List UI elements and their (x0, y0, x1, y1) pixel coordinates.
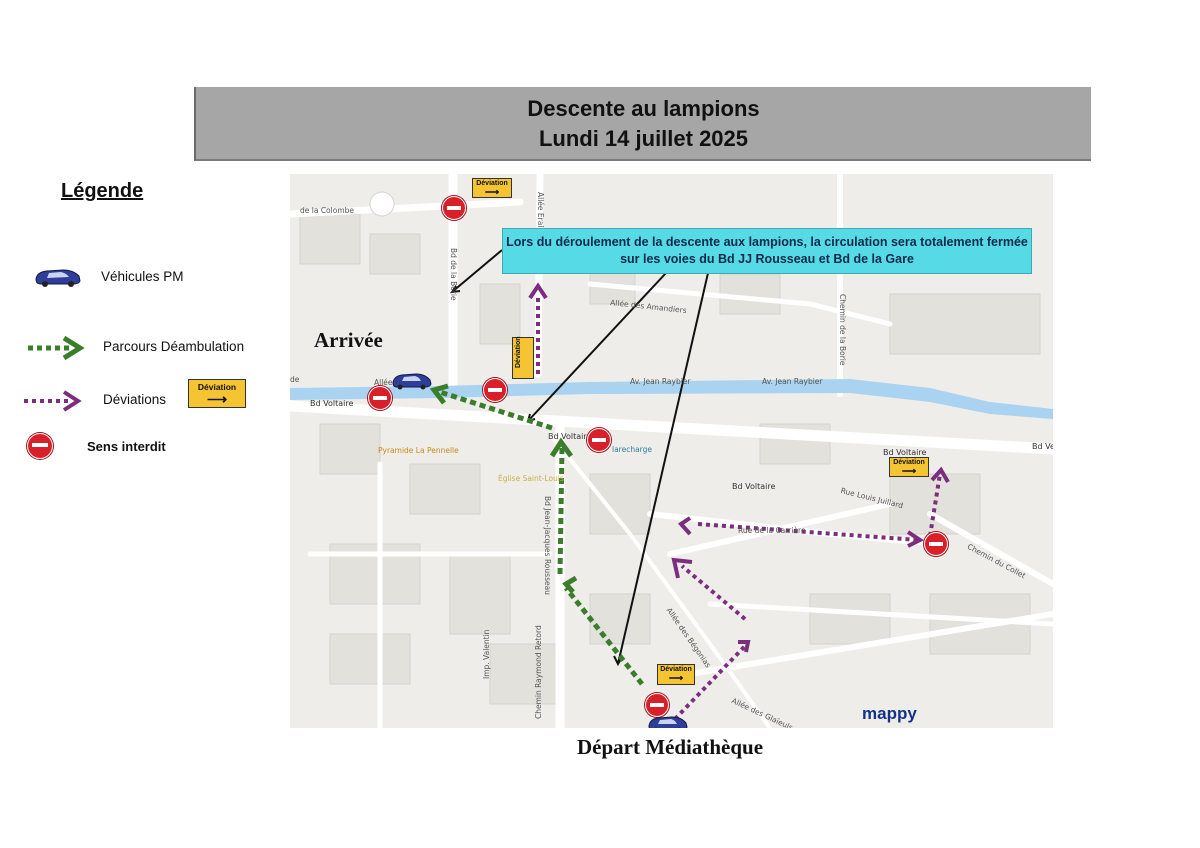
police-car-icon (648, 716, 688, 728)
street-label: Bd de la Borie (449, 248, 458, 301)
deviation-sign: Déviation ⟶ (472, 178, 512, 198)
no-entry-icon (645, 693, 669, 717)
no-entry-icon (368, 386, 392, 410)
no-entry-icon (442, 196, 466, 220)
street-label: Allée Eral (536, 192, 545, 228)
deviation-sign-text: Déviation (476, 180, 508, 187)
deviation-sign: Déviation ⟶ (889, 457, 929, 477)
mappy-logo: mappy (862, 704, 917, 723)
title-line-2: Lundi 14 juillet 2025 (538, 126, 749, 151)
legend-deviation-sign: Déviation ⟶ (188, 379, 246, 408)
poi-label: Église Saint-Louis (498, 474, 564, 483)
legend-walk-label: Parcours Déambulation (103, 339, 245, 354)
poi-label: larecharge (612, 445, 653, 454)
no-entry-icon (27, 433, 53, 459)
street-label: Bd Voltaire (883, 448, 927, 457)
arrow-right-icon: ⟶ (484, 187, 500, 198)
street-label: de (290, 375, 300, 384)
arrival-label: Arrivée (314, 328, 383, 352)
legend-no-entry-label: Sens interdit (87, 439, 166, 454)
street-label: Bd Voltaire (548, 432, 592, 441)
closure-callout: Lors du déroulement de la descente aux l… (502, 228, 1032, 274)
deviation-sign-text: Déviation (515, 336, 522, 368)
street-label: Bd Voltaire (310, 399, 354, 408)
no-entry-icon (587, 428, 611, 452)
street-label: Bd Ve (1032, 442, 1053, 451)
legend-vehicles-label: Véhicules PM (101, 269, 184, 284)
street-label: Av. Jean Raybier (762, 377, 823, 386)
no-entry-icon (483, 378, 507, 402)
street-label: Chemin de la Borie (838, 294, 847, 366)
deviation-sign: Déviation ⟶ (657, 664, 695, 685)
street-label: Chemin Raymond Retord (534, 625, 543, 719)
departure-label: Départ Médiathèque (577, 735, 764, 759)
street-label: Bd Jean-Jacques Rousseau (543, 496, 552, 595)
legend-title: Légende (61, 180, 144, 202)
deviation-sign-text: Déviation (893, 459, 925, 466)
deviation-sign-text: Déviation (660, 666, 692, 673)
street-label: Imp. Valentin (482, 629, 491, 679)
arrow-right-icon: ⟶ (206, 391, 228, 407)
route-map: de la Colombe Bd de la Borie Allée Eral … (290, 174, 1053, 728)
deviation-arrow-icon (24, 390, 82, 412)
legend-deviation-label: Déviations (103, 392, 167, 407)
map-background (290, 174, 1053, 728)
arrow-right-icon: ⟶ (901, 466, 917, 477)
deviation-sign-vertical: Déviation (512, 336, 534, 379)
title-banner: Descente au lampions Lundi 14 juillet 20… (194, 87, 1091, 161)
poi-label: Pyramide La Pennelle (378, 446, 459, 455)
police-car-icon (35, 269, 81, 287)
legend-deviation-sign-text: Déviation (197, 382, 237, 392)
street-label: Rue de la Carrière (738, 526, 806, 535)
title-line-1: Descente au lampions (527, 96, 760, 121)
street-label: de la Colombe (300, 206, 355, 215)
street-label: Av. Jean Raybier (630, 377, 691, 386)
no-entry-icon (924, 532, 948, 556)
street-label: Allée (374, 378, 393, 387)
police-car-icon (392, 373, 432, 390)
walk-route-arrow-icon (28, 335, 85, 361)
street-label: Bd Voltaire (732, 482, 776, 491)
arrow-right-icon: ⟶ (668, 673, 684, 684)
